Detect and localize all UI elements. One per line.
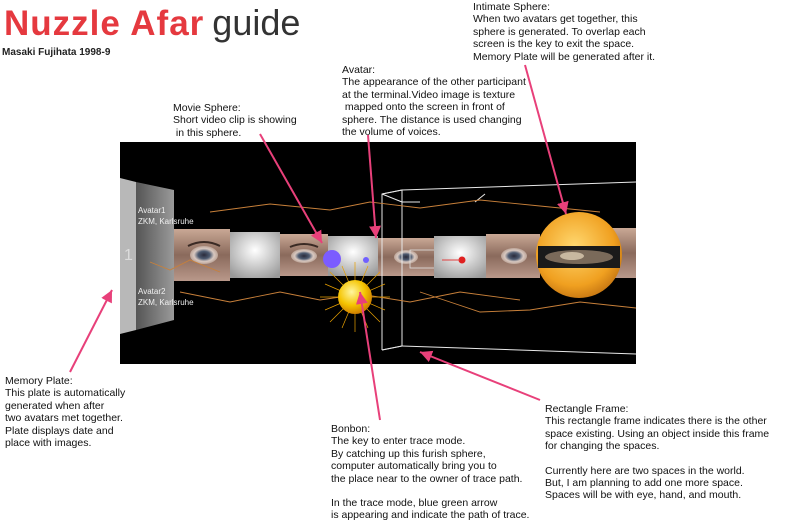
note-line: the volume of voices.: [342, 126, 441, 139]
note-line: Short video clip is showing: [173, 114, 297, 127]
note-heading: Rectangle Frame:: [545, 403, 629, 415]
note-line: The appearance of the other participant: [342, 76, 526, 89]
note-heading: Avatar:: [342, 64, 376, 76]
note-line: at the terminal.Video image is texture: [342, 88, 516, 101]
movie-sphere: [323, 250, 341, 268]
note-line: space existing. Using an object inside t…: [545, 427, 770, 440]
note-line: This plate is automatically: [5, 387, 126, 400]
note-intimate-sphere: Intimate Sphere: When two avatars get to…: [473, 1, 655, 63]
avatar1-label: Avatar1: [138, 206, 166, 215]
virtual-space-screenshot: 1 Avatar1 ZKM, Karlsruhe Avatar2 ZKM, Ka…: [120, 142, 636, 364]
note-heading: Intimate Sphere:: [473, 1, 551, 13]
note-memory-plate: Memory Plate: This plate is automaticall…: [5, 375, 125, 449]
intimate-sphere: [536, 212, 622, 298]
note-line: The key to enter trace mode.: [331, 435, 466, 448]
note-line: Spaces will be with eye, hand, and mouth…: [545, 489, 742, 502]
rectangle-frame: [381, 181, 636, 355]
note-line: is appearing and indicate the path of tr…: [331, 509, 530, 522]
note-line: When two avatars get together, this: [473, 13, 638, 26]
note-line: But, I am planning to add one more space…: [545, 477, 743, 490]
note-movie-sphere: Movie Sphere: Short video clip is showin…: [173, 102, 297, 139]
note-line: for changing the spaces.: [545, 440, 660, 453]
note-line: mapped onto the screen in front of: [342, 101, 505, 114]
memory-plate: 1 Avatar1 ZKM, Karlsruhe Avatar2 ZKM, Ka…: [120, 178, 194, 334]
title-guide: guide: [212, 2, 301, 43]
plate-number: 1: [124, 247, 133, 264]
note-heading: Memory Plate:: [5, 375, 73, 387]
note-line: This rectangle frame indicates there is …: [545, 415, 767, 428]
note-line: generated when after: [5, 399, 105, 412]
note-line: In the trace mode, blue green arrow: [331, 497, 498, 510]
note-heading: Movie Sphere:: [173, 102, 241, 114]
subtitle: Masaki Fujihata 1998-9: [2, 47, 111, 58]
bonbon-sphere: [320, 262, 390, 332]
note-line: Currently here are two spaces in the wor…: [545, 464, 745, 477]
note-avatar: Avatar: The appearance of the other part…: [342, 64, 526, 138]
note-line: sphere. The distance is used changing: [342, 113, 522, 126]
note-rectangle-frame: Rectangle Frame: This rectangle frame in…: [545, 403, 769, 502]
title-main: Nuzzle Afar: [4, 4, 205, 43]
avatar-panel-band: [174, 228, 636, 281]
note-line: in this sphere.: [173, 126, 242, 139]
note-line: Memory Plate will be generated after it.: [473, 50, 656, 63]
note-line: Plate displays date and: [5, 424, 114, 437]
note-heading: Bonbon:: [331, 423, 371, 435]
note-line: place with images.: [5, 437, 92, 450]
note-line: two avatars met together.: [5, 412, 123, 425]
note-bonbon: Bonbon: The key to enter trace mode. By …: [331, 423, 529, 522]
arrow-memory: [69, 289, 113, 373]
note-line: By catching up this furish sphere,: [331, 447, 486, 460]
avatar1-place: ZKM, Karlsruhe: [138, 217, 194, 226]
note-line: the place near to the owner of trace pat…: [331, 472, 523, 485]
avatar2-place: ZKM, Karlsruhe: [138, 298, 194, 307]
avatar2-label: Avatar2: [138, 287, 166, 296]
note-line: sphere is generated. To overlap each: [473, 25, 646, 38]
note-line: computer automatically bring you to: [331, 460, 497, 473]
note-line: screen is the key to exit the space.: [473, 38, 635, 51]
